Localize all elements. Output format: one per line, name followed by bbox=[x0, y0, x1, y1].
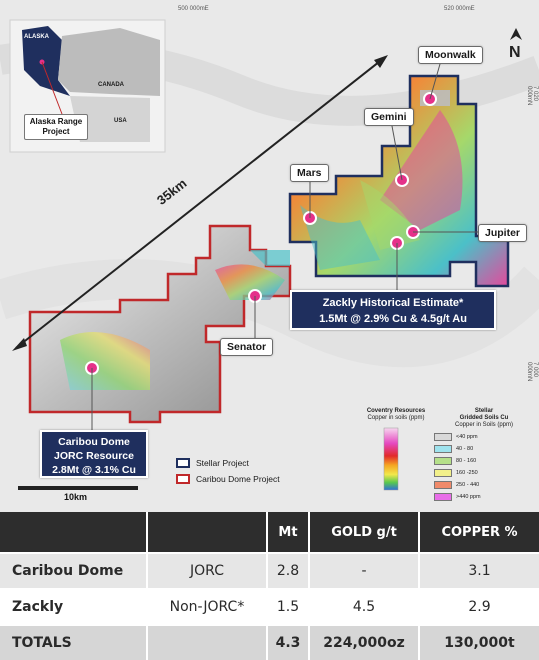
soils-legend-swatch bbox=[434, 433, 452, 441]
soils-legend-item: 80 - 160 bbox=[434, 455, 534, 467]
project-map: 500 000mE 520 000mE 7 020 000mN 7 000 00… bbox=[0, 0, 539, 512]
zackly-line2: 1.5Mt @ 2.9% Cu & 4.5g/t Au bbox=[319, 313, 467, 325]
map-canvas bbox=[0, 19, 539, 491]
distance-arrow bbox=[15, 57, 385, 349]
inset-usa-label: USA bbox=[114, 118, 127, 124]
north-label: N bbox=[509, 44, 521, 61]
row-totals-mt: 4.3 bbox=[268, 626, 310, 660]
soils-legend-title1: Stellar bbox=[474, 408, 494, 414]
coord-520000mE: 520 000mE bbox=[444, 6, 475, 12]
header-cell-name bbox=[0, 512, 148, 552]
coord-500000mE: 500 000mE bbox=[178, 6, 209, 12]
soils-legend-item: 250 - 440 bbox=[434, 479, 534, 491]
caribou-line2: JORC Resource bbox=[54, 450, 134, 462]
soils-legend-label: 160 -250 bbox=[456, 470, 478, 476]
row-caribou-type: JORC bbox=[148, 554, 268, 588]
table-header-row: Mt GOLD g/t COPPER % bbox=[0, 512, 539, 552]
row-caribou-gold: - bbox=[310, 554, 420, 588]
soils-legend-swatch bbox=[434, 469, 452, 477]
alaska-range-project-callout: Alaska Range Project bbox=[24, 114, 88, 140]
legend-caribou-label: Caribou Dome Project bbox=[196, 474, 280, 484]
legend-stellar-project: Stellar Project bbox=[176, 458, 249, 468]
callout-senator: Senator bbox=[220, 338, 274, 356]
row-zackly-gold: 4.5 bbox=[310, 590, 420, 624]
coventry-legend: Coventry Resources Copper in soils (ppm) bbox=[360, 408, 432, 422]
soils-legend-label: >440 ppm bbox=[456, 494, 481, 500]
row-zackly-name: Zackly bbox=[0, 590, 148, 624]
coventry-legend-subtitle: Copper in soils (ppm) bbox=[367, 415, 425, 421]
scale-bar bbox=[18, 486, 138, 490]
callout-mars: Mars bbox=[290, 164, 329, 182]
coventry-gradient-bar bbox=[383, 427, 399, 491]
soils-legend-title3: Copper in Soils (ppm) bbox=[454, 422, 514, 428]
scale-label: 10km bbox=[64, 492, 88, 502]
header-cell-copper: COPPER % bbox=[420, 512, 539, 552]
table-row: Zackly Non-JORC* 1.5 4.5 2.9 bbox=[0, 590, 539, 624]
inset-canada-label: CANADA bbox=[98, 82, 124, 88]
soils-legend-label: 80 - 160 bbox=[456, 458, 477, 464]
soils-legend-item: >440 ppm bbox=[434, 491, 534, 503]
soils-legend-label: 250 - 440 bbox=[456, 482, 480, 488]
callout-jupiter: Jupiter bbox=[478, 224, 528, 242]
coord-7020000mN: 7 020 000mN bbox=[526, 86, 538, 106]
soils-legend-label: 40 - 80 bbox=[456, 446, 474, 452]
soils-legend-swatch bbox=[434, 481, 452, 489]
soils-legend-item: 160 -250 bbox=[434, 467, 534, 479]
header-cell-gold: GOLD g/t bbox=[310, 512, 420, 552]
caribou-line3: 2.8Mt @ 3.1% Cu bbox=[52, 464, 136, 476]
soils-legend-item: <40 ppm bbox=[434, 431, 534, 443]
table-totals-row: TOTALS 4.3 224,000oz 130,000t bbox=[0, 626, 539, 660]
coord-7000000mN: 7 000 000mN bbox=[526, 362, 538, 382]
soils-legend-title2: Gridded Soils Cu bbox=[459, 415, 509, 421]
table-row: Caribou Dome JORC 2.8 - 3.1 bbox=[0, 554, 539, 588]
zackly-estimate-box: Zackly Historical Estimate* 1.5Mt @ 2.9%… bbox=[290, 290, 496, 330]
callout-moonwalk: Moonwalk bbox=[418, 46, 483, 64]
soils-legend-swatch bbox=[434, 457, 452, 465]
legend-stellar-label: Stellar Project bbox=[196, 458, 249, 468]
soils-legend-swatch bbox=[434, 493, 452, 501]
stellar-swatch bbox=[176, 458, 190, 468]
header-cell-mt: Mt bbox=[268, 512, 310, 552]
caribou-swatch bbox=[176, 474, 190, 484]
north-arrow-icon bbox=[510, 28, 522, 40]
row-caribou-name: Caribou Dome bbox=[0, 554, 148, 588]
zackly-line1: Zackly Historical Estimate* bbox=[322, 297, 464, 309]
row-zackly-copper: 2.9 bbox=[468, 599, 491, 615]
coventry-legend-title: Coventry Resources bbox=[366, 408, 426, 414]
soils-legend-rows: <40 ppm 40 - 80 80 - 160 160 -250 250 - 440 >… bbox=[434, 431, 534, 503]
row-totals-type bbox=[148, 626, 268, 660]
row-totals-name: TOTALS bbox=[0, 626, 148, 660]
callout-gemini: Gemini bbox=[364, 108, 414, 126]
row-zackly-type: Non-JORC* bbox=[148, 590, 268, 624]
legend-caribou-dome-project: Caribou Dome Project bbox=[176, 474, 280, 484]
caribou-dome-resource-box: Caribou Dome JORC Resource 2.8Mt @ 3.1% … bbox=[40, 430, 148, 478]
row-totals-gold: 224,000oz bbox=[310, 626, 420, 660]
row-caribou-mt: 2.8 bbox=[268, 554, 310, 588]
inset-alaska-label: ALASKA bbox=[24, 34, 49, 40]
soils-legend-item: 40 - 80 bbox=[434, 443, 534, 455]
stellar-soils-legend: Stellar Gridded Soils Cu Copper in Soils… bbox=[434, 408, 534, 503]
row-zackly-mt: 1.5 bbox=[268, 590, 310, 624]
header-cell-type bbox=[148, 512, 268, 552]
row-totals-copper: 130,000t bbox=[444, 635, 515, 651]
resource-table: Mt GOLD g/t COPPER % Caribou Dome JORC 2… bbox=[0, 512, 539, 660]
soils-legend-swatch bbox=[434, 445, 452, 453]
row-caribou-copper: 3.1 bbox=[468, 563, 491, 579]
caribou-line1: Caribou Dome bbox=[58, 436, 130, 448]
soils-legend-label: <40 ppm bbox=[456, 434, 478, 440]
